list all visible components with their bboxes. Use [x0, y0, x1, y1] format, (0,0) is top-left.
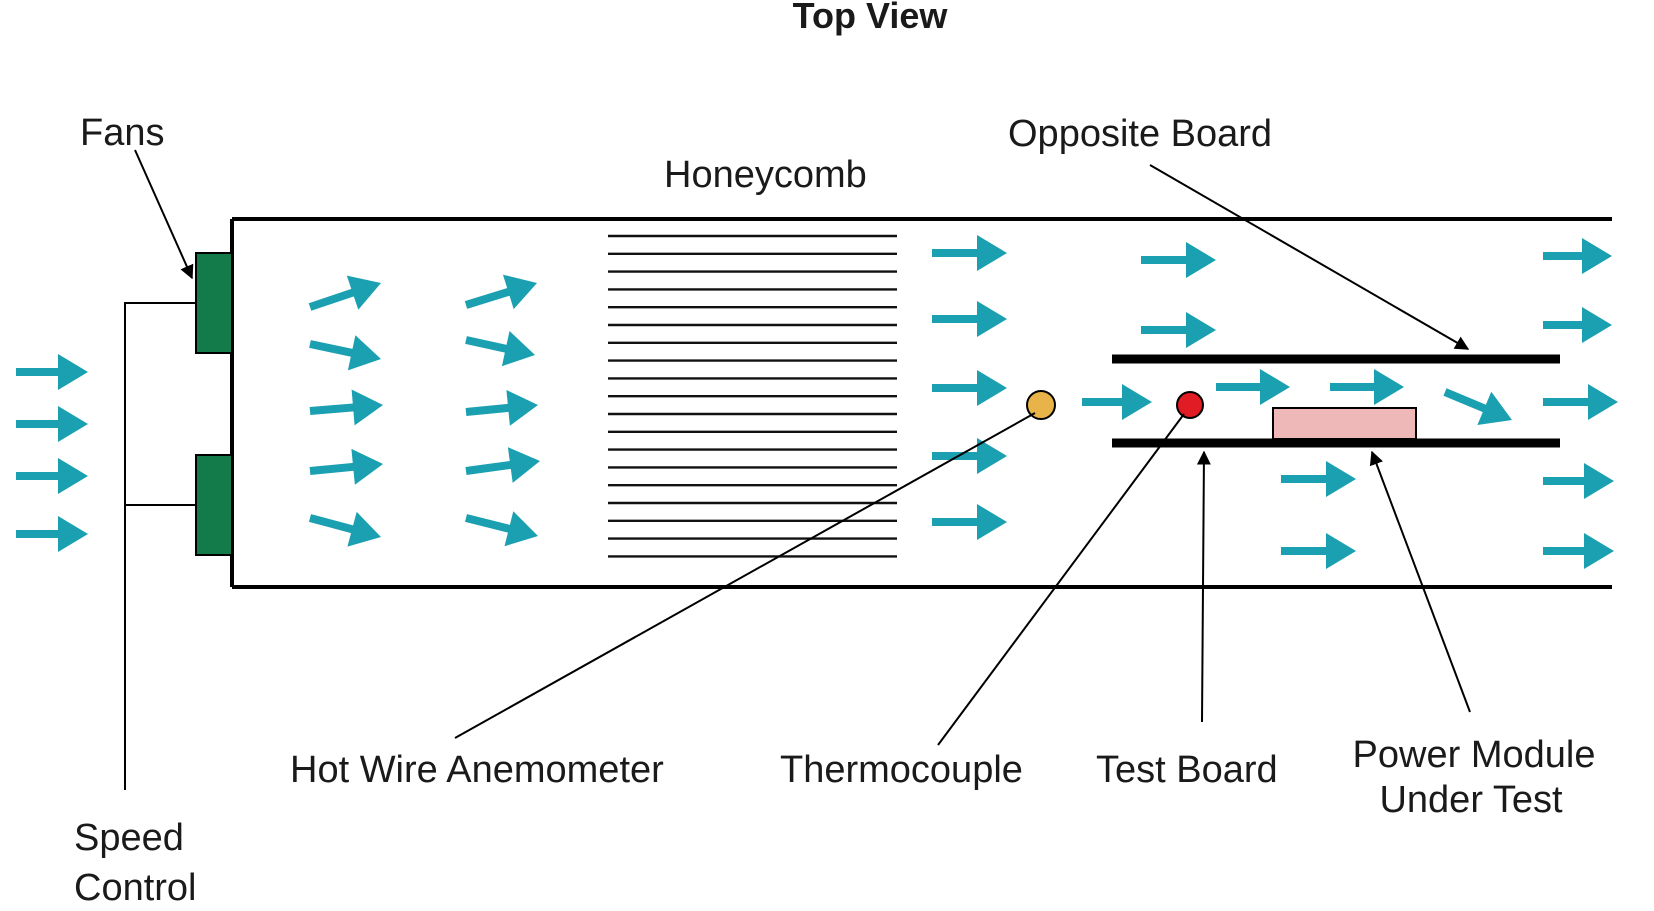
airflow-arrow-icon: [16, 458, 88, 494]
airflow-arrow-icon: [932, 504, 1007, 540]
airflow-arrow-icon: [308, 511, 381, 547]
airflow-arrow-icon: [465, 390, 538, 426]
speed-control-label-line1: Speed: [74, 817, 184, 859]
diagram-title: Top View: [793, 0, 949, 36]
airflow-arrow-icon: [1082, 384, 1152, 420]
thermocouple-dot-icon: [1176, 391, 1204, 419]
airflow-arrow-icon: [465, 447, 540, 483]
honeycomb-grid: [608, 234, 897, 558]
honeycomb-label: Honeycomb: [664, 154, 867, 196]
airflow-arrow-icon: [465, 511, 538, 547]
anemometer-leader: [454, 412, 1036, 739]
airflow-arrow-icon: [1543, 533, 1614, 569]
airflow-arrow-icon: [1543, 238, 1612, 274]
fans-leader: [134, 149, 194, 280]
fan-icon: [195, 454, 233, 556]
airflow-arrow-icon: [932, 301, 1007, 337]
airflow-arrow-icon: [16, 354, 88, 390]
airflow-arrow-icon: [1543, 463, 1614, 499]
airflow-arrow-icon: [1281, 461, 1356, 497]
fan-icon: [195, 252, 233, 354]
speed-control-wiring: [124, 302, 196, 790]
airflow-arrow-icon: [1543, 307, 1612, 343]
thermocouple-label: Thermocouple: [780, 749, 1023, 791]
hot-wire-probe-icon: [1026, 390, 1056, 420]
opposite-board-label: Opposite Board: [1008, 113, 1272, 155]
power-module-label-line1: Power Module: [1353, 734, 1596, 776]
thermocouple-leader: [937, 413, 1185, 746]
airflow-arrow-icon: [932, 370, 1007, 406]
duct: [230, 217, 1612, 589]
opposite-board-leader: [1149, 164, 1470, 350]
speed-control-label-line2: Control: [74, 867, 197, 909]
airflow-arrow-icon: [1543, 384, 1618, 420]
airflow-arrow-icon: [1443, 388, 1512, 425]
airflow-arrow-icon: [1141, 242, 1216, 278]
airflow-arrow-icon: [464, 274, 537, 310]
hot-wire-anemometer-label: Hot Wire Anemometer: [290, 749, 664, 791]
airflow-arrow-icon: [1216, 369, 1290, 405]
airflow-arrow-icon: [932, 438, 1007, 474]
test-board-label: Test Board: [1096, 749, 1278, 791]
airflow-arrow-icon: [16, 406, 88, 442]
airflow-arrow-icon: [16, 516, 88, 552]
airflow-arrow-icon: [308, 275, 381, 311]
fans-label: Fans: [80, 112, 164, 154]
airflow-arrow-icon: [309, 448, 383, 485]
airflow-arrows: [16, 235, 1618, 569]
power-module-leader: [1369, 450, 1471, 713]
test-board-leader: [1196, 450, 1211, 723]
airflow-arrow-icon: [309, 389, 383, 426]
power-module-label-line2: Under Test: [1379, 779, 1563, 821]
airflow-arrow-icon: [309, 335, 381, 371]
airflow-arrow-icon: [465, 331, 535, 367]
airflow-arrow-icon: [1330, 369, 1404, 405]
airflow-arrow-icon: [1141, 312, 1216, 348]
airflow-arrow-icon: [932, 235, 1007, 271]
power-module: [1272, 407, 1417, 440]
airflow-arrow-icon: [1281, 533, 1356, 569]
leader-lines: [134, 149, 1471, 746]
